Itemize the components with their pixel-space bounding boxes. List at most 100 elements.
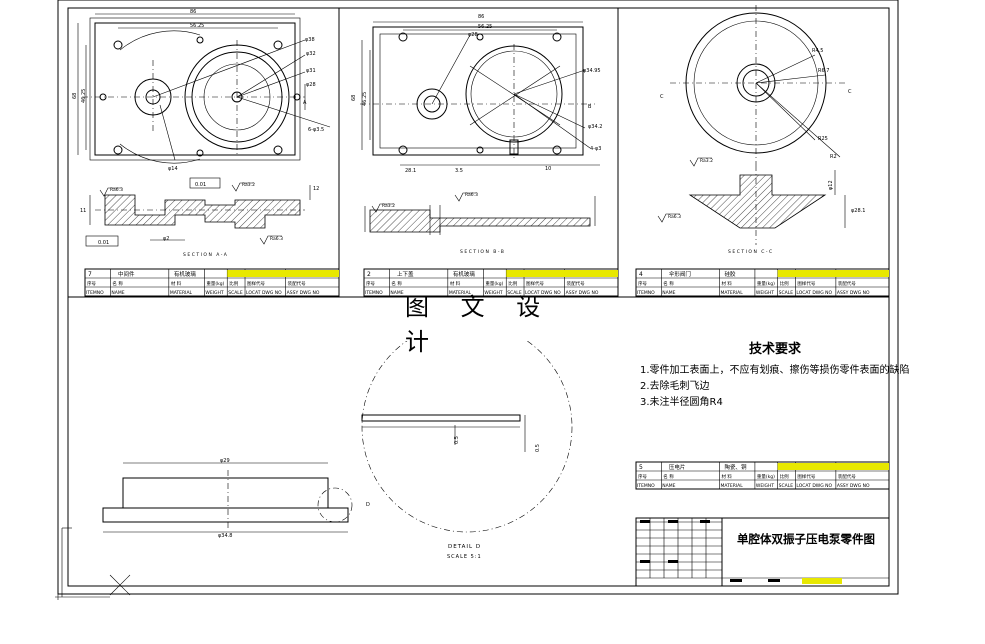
col-header-en: LOCAT DWG NO [796,290,832,296]
svg-text:φ28.1: φ28.1 [851,208,865,214]
svg-text:DETAIL D: DETAIL D [448,544,481,550]
svg-text:φ12: φ12 [828,180,834,190]
col-header-cn: 装配代号 [838,473,856,480]
col-header-cn: 名 称 [663,473,674,480]
view-b-top [360,21,600,166]
col-header-en: WEIGHT [484,290,502,296]
svg-text:0.01: 0.01 [195,182,206,188]
svg-text:φ34.8: φ34.8 [218,533,232,539]
detail-d: 0.5 0.5 DETAIL D SCALE 5:1 [361,321,573,560]
title-block [635,517,890,587]
svg-text:φ29: φ29 [220,458,230,464]
technical-requirements: 技术要求 1.零件加工表面上，不应有划痕、擦伤等损伤零件表面的缺陷 2.去除毛刺… [640,338,910,411]
part-itemno: 5 [639,464,643,471]
col-header-cn: 重量(kg) [757,473,775,480]
col-header-en: ASSY DWG NO [287,290,320,296]
col-header-cn: 序号 [638,473,647,480]
svg-text:φ32: φ32 [306,51,316,57]
col-header-en: ITEMNO [365,290,383,296]
svg-text:0.01: 0.01 [98,240,109,246]
svg-text:56.25: 56.25 [190,23,204,29]
svg-text:SECTION A-A: SECTION A-A [183,252,228,258]
svg-text:φ34.95: φ34.95 [583,68,601,74]
svg-text:Ra3.2: Ra3.2 [700,158,713,164]
svg-text:Ra6.3: Ra6.3 [668,214,681,220]
col-header-cn: 序号 [87,280,96,287]
col-header-cn: 重量(kg) [485,280,503,287]
svg-text:46.25: 46.25 [81,89,87,103]
col-header-en: MATERIAL [449,290,472,296]
tech-line-3: 3.未注半径圆角R4 [640,397,723,408]
col-header-en: SCALE [507,290,522,296]
view-c-dims: R4.5 R6.7 R25 R2 [812,48,837,160]
col-header-en: ASSY DWG NO [837,483,870,489]
col-header-en: NAME [390,290,403,296]
col-header-cn: 重量(kg) [206,280,224,287]
svg-text:φ28: φ28 [306,82,316,88]
view-c-top: C C [660,5,852,165]
col-header-en: MATERIAL [720,290,743,296]
svg-text:A: A [303,100,307,106]
col-header-cn: 图样代号 [247,280,265,287]
roughness-marks-a: Ra6.3 Ra3.2 Ra6.3 [99,182,283,245]
svg-text:86: 86 [478,14,484,20]
view-a-top [77,13,331,164]
view-a-dims: 86 56.25 68 46.25 φ38 φ32 φ31 φ28 6-φ3.5… [72,9,324,172]
svg-text:Ra6.3: Ra6.3 [110,187,123,193]
svg-text:3.5: 3.5 [455,168,463,174]
svg-text:C: C [660,94,664,100]
view-c-section: φ12 φ28.1 SECTION C-C Ra3.2 Ra6.3 [657,157,865,255]
svg-text:C: C [848,89,852,95]
drawing-title: 单腔体双振子压电泵零件图 [737,532,875,546]
col-header-en: LOCAT DWG NO [525,290,561,296]
col-header-en: ITEMNO [637,483,655,489]
col-header-en: ASSY DWG NO [566,290,599,296]
outer-frame [57,0,899,595]
col-header-cn: 材 料 [171,280,182,287]
view-a-section: 0.01 0.01 φ2 12 11 SECTION A-A [80,177,319,258]
col-header-cn: 比例 [508,280,517,287]
part-material: 有机玻璃 [453,270,476,278]
tech-line-2: 2.去除毛刺飞边 [640,381,710,392]
col-header-en: ITEMNO [637,290,655,296]
svg-text:68: 68 [351,95,357,101]
svg-text:46.25: 46.25 [362,92,368,106]
svg-text:R25: R25 [818,136,828,142]
col-header-en: WEIGHT [756,290,774,296]
svg-text:0.5: 0.5 [454,436,460,444]
svg-text:φ31: φ31 [306,68,316,74]
svg-text:R2: R2 [830,154,837,160]
svg-text:11: 11 [80,208,86,214]
view-b-section: SECTION B-B Ra3.2 Ra6.3 [364,192,596,255]
col-header-cn: 比例 [229,280,238,287]
col-header-cn: 装配代号 [288,280,306,287]
svg-text:φ14: φ14 [168,166,178,172]
svg-text:12: 12 [313,186,319,192]
svg-text:28.1: 28.1 [405,168,416,174]
part-material: 有机玻璃 [174,270,197,278]
col-header-en: NAME [662,483,675,489]
col-header-en: WEIGHT [205,290,223,296]
svg-text:D: D [366,502,370,508]
svg-text:SECTION C-C: SECTION C-C [728,249,774,255]
part-name: 中间件 [118,270,135,278]
svg-text:Ra6.3: Ra6.3 [465,192,478,198]
col-header-en: ITEMNO [86,290,104,296]
col-header-en: MATERIAL [720,483,743,489]
col-header-cn: 图样代号 [797,280,815,287]
svg-text:SCALE 5:1: SCALE 5:1 [447,554,482,560]
svg-text:R6.7: R6.7 [818,68,829,74]
svg-text:68: 68 [72,93,78,99]
col-header-cn: 材 料 [721,280,732,287]
svg-text:φ38: φ38 [305,37,315,43]
view-b-dims: 86 56.25 68 46.25 φ28 φ34.95 φ34.2 4-φ3 … [351,14,602,174]
col-header-en: NAME [111,290,124,296]
col-header-cn: 图样代号 [526,280,544,287]
part-name: 上下盖 [397,270,414,278]
col-header-cn: 材 料 [721,473,732,480]
svg-text:Ra6.3: Ra6.3 [270,236,283,242]
